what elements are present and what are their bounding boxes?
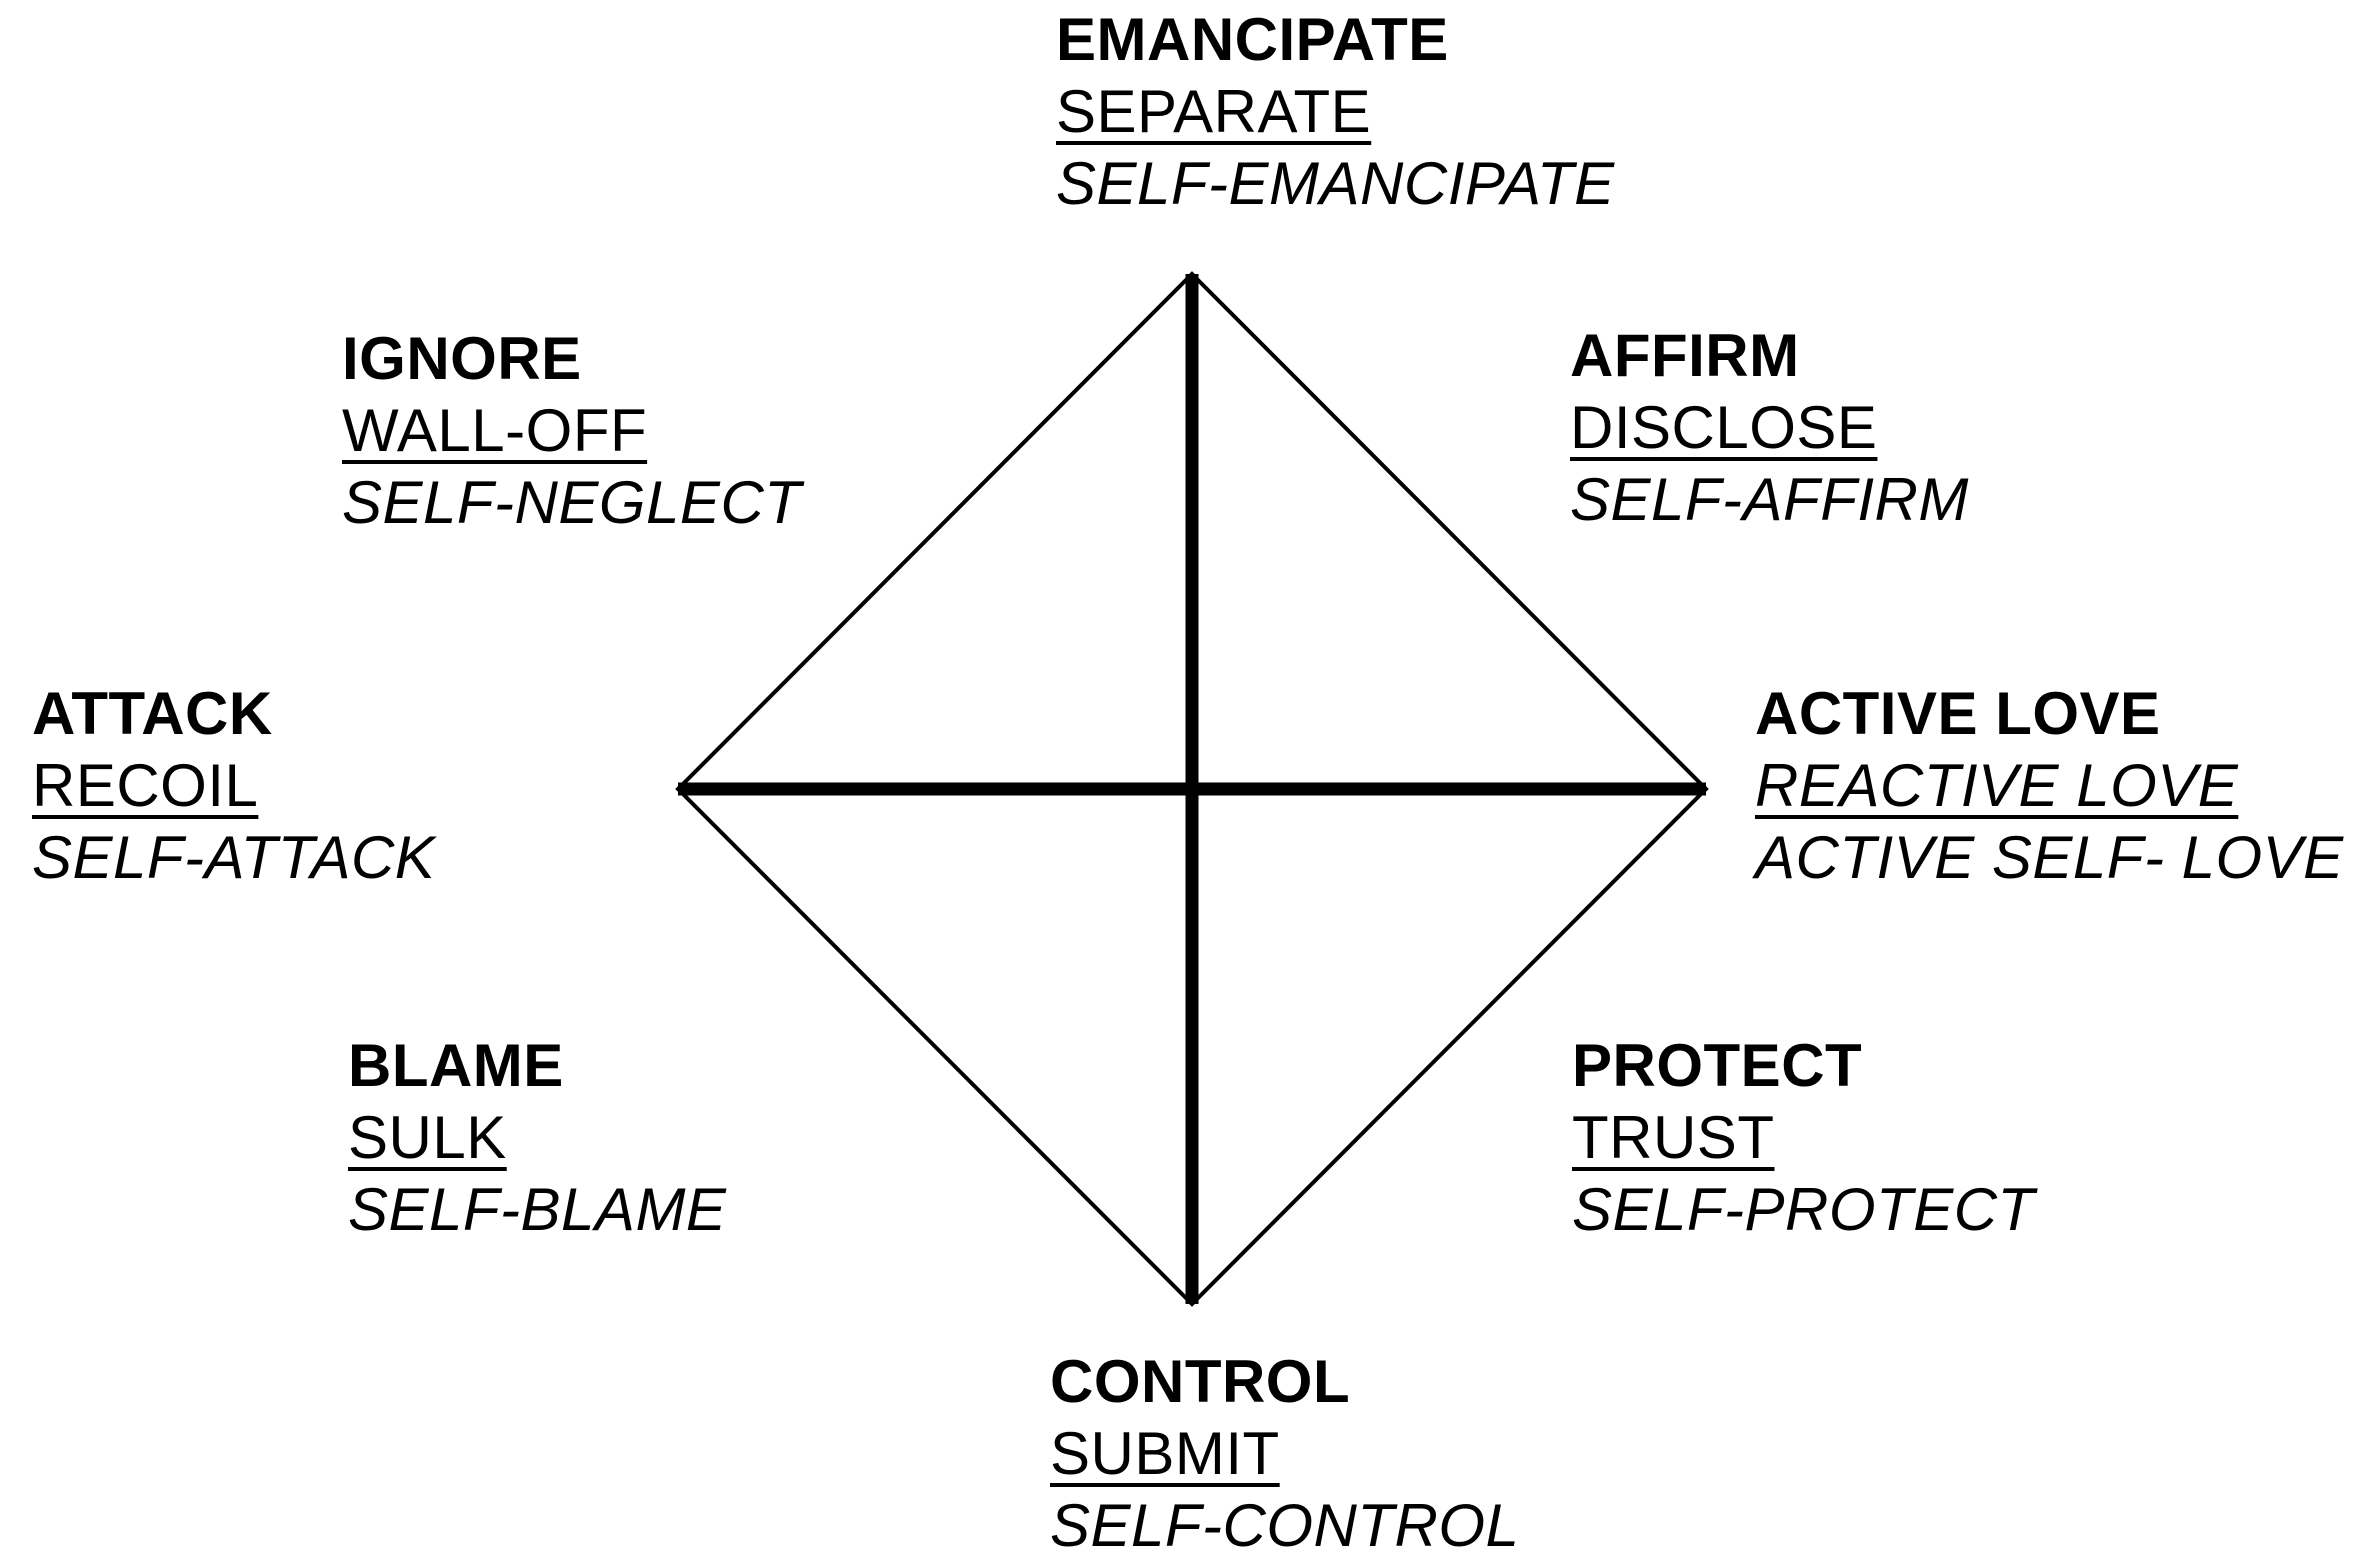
node-bottom-right: PROTECT TRUST SELF-PROTECT	[1572, 1030, 2035, 1246]
node-bottom-secondary-label: SUBMIT	[1050, 1420, 1280, 1487]
node-bottom: CONTROL SUBMIT SELF-CONTROL	[1050, 1346, 1519, 1562]
node-bottom-left: BLAME SULK SELF-BLAME	[348, 1030, 726, 1246]
node-bottom-left-introject-label: SELF-BLAME	[348, 1176, 727, 1243]
node-top-right-introject-label: SELF-AFFIRM	[1570, 466, 1969, 533]
node-bottom-right-secondary-label: TRUST	[1572, 1104, 1775, 1171]
node-right: ACTIVE LOVE REACTIVE LOVE ACTIVE SELF- L…	[1755, 678, 2344, 894]
node-top-right-primary-label: AFFIRM	[1570, 322, 1800, 389]
node-left: ATTACK RECOIL SELF-ATTACK	[32, 678, 435, 894]
node-bottom-right-introject-label: SELF-PROTECT	[1572, 1176, 2035, 1243]
node-top-right-secondary-label: DISCLOSE	[1570, 394, 1878, 461]
node-top-left-primary-label: IGNORE	[342, 325, 582, 392]
node-right-secondary-label: REACTIVE LOVE	[1755, 752, 2239, 819]
node-right-introject-label: ACTIVE SELF- LOVE	[1755, 824, 2344, 891]
node-top-secondary-label: SEPARATE	[1056, 78, 1372, 145]
node-bottom-left-secondary-label: SULK	[348, 1104, 507, 1171]
node-top-left-introject-label: SELF-NEGLECT	[342, 469, 802, 536]
node-top-left-secondary-label: WALL-OFF	[342, 397, 648, 464]
node-bottom-primary-label: CONTROL	[1050, 1348, 1351, 1415]
node-top: EMANCIPATE SEPARATE SELF-EMANCIPATE	[1056, 4, 1615, 220]
node-top-introject-label: SELF-EMANCIPATE	[1056, 150, 1615, 217]
node-right-primary-label: ACTIVE LOVE	[1755, 680, 2161, 747]
node-left-introject-label: SELF-ATTACK	[32, 824, 436, 891]
node-left-secondary-label: RECOIL	[32, 752, 259, 819]
node-bottom-left-primary-label: BLAME	[348, 1032, 564, 1099]
node-left-primary-label: ATTACK	[32, 680, 273, 747]
node-bottom-introject-label: SELF-CONTROL	[1050, 1492, 1520, 1559]
node-top-primary-label: EMANCIPATE	[1056, 6, 1449, 73]
node-top-left: IGNORE WALL-OFF SELF-NEGLECT	[342, 323, 801, 539]
node-top-right: AFFIRM DISCLOSE SELF-AFFIRM	[1570, 320, 1969, 536]
node-bottom-right-primary-label: PROTECT	[1572, 1032, 1863, 1099]
